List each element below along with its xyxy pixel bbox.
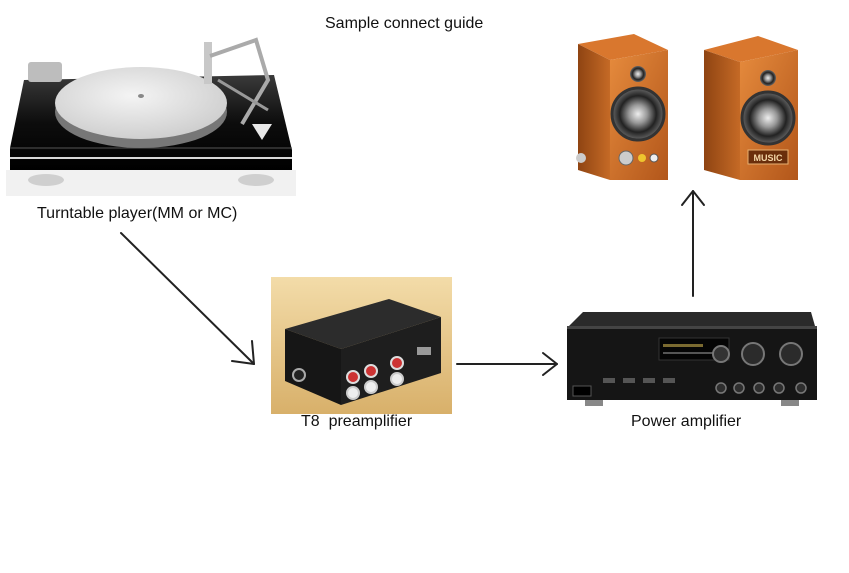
turntable-label: Turntable player(MM or MC): [37, 205, 238, 222]
diagram-title: Sample connect guide: [325, 15, 484, 32]
speaker-badge: MUSIC: [754, 153, 784, 163]
arrow-amplifier-to-speakers: [681, 190, 705, 297]
arrow-turntable-to-preamp: [120, 232, 255, 365]
arrow-preamp-to-amplifier: [456, 352, 558, 376]
preamplifier-label: T8 preamplifier: [301, 413, 413, 430]
turntable-image: [6, 37, 296, 196]
speakers-image: MUSIC: [576, 34, 798, 180]
power-amplifier-image: [563, 308, 818, 411]
preamplifier-image: [271, 277, 452, 414]
power-amplifier-label: Power amplifier: [631, 413, 742, 430]
